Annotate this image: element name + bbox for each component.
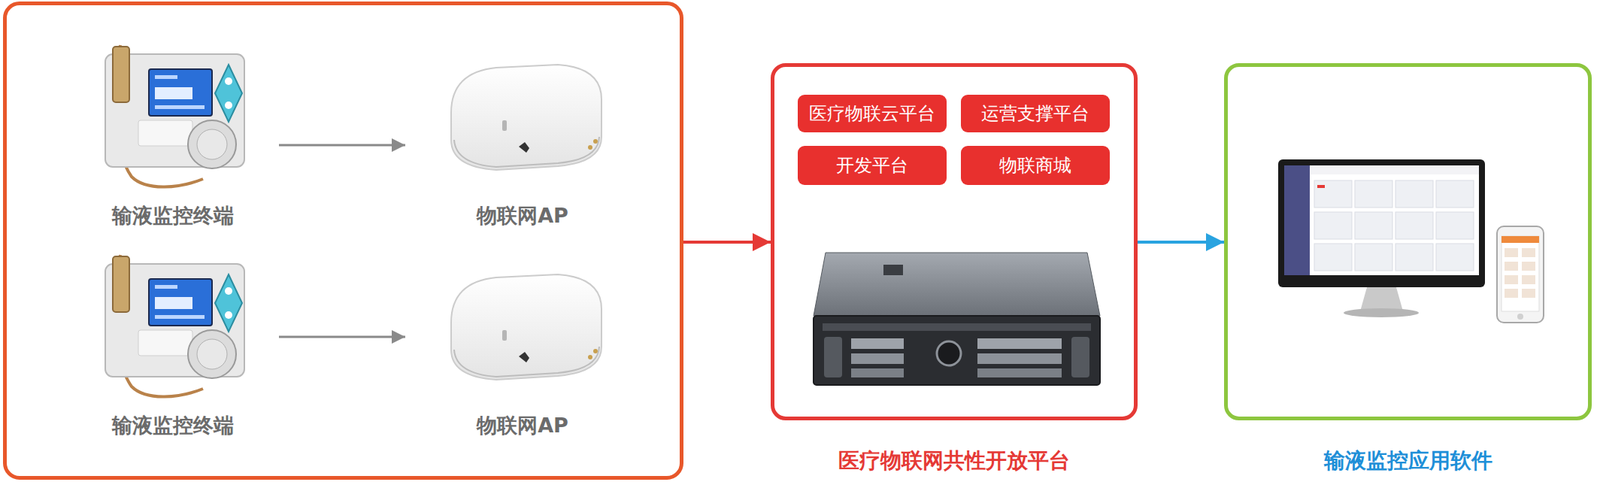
- monitor-picture: [1278, 159, 1485, 318]
- infusion-terminal-picture: [105, 45, 245, 188]
- unit-label: 输液监控终端: [66, 202, 279, 230]
- unit-label: 物联网AP: [405, 412, 640, 440]
- server-handle: [824, 336, 843, 378]
- app-sidebar: [1284, 165, 1310, 276]
- bed-card: [1314, 180, 1352, 208]
- unit-label: 物联网AP: [405, 202, 640, 230]
- terminal-unit: 输液监控终端: [66, 37, 279, 237]
- phone-card: [1521, 261, 1536, 271]
- phone-card: [1504, 275, 1519, 285]
- server-front: [813, 315, 1100, 385]
- server-picture: [813, 252, 1100, 385]
- pill-label: 开发平台: [836, 153, 909, 178]
- access-point-picture: [451, 274, 602, 380]
- flow-arrow: [278, 336, 406, 339]
- phone-card: [1521, 288, 1536, 298]
- phone-screen: [1501, 236, 1540, 312]
- server-top: [813, 252, 1100, 316]
- service-pill: 物联商城: [960, 145, 1110, 185]
- service-pill: 医疗物联云平台: [797, 94, 947, 133]
- access-point-picture: [451, 64, 602, 170]
- device-group: 输液监控终端物联网AP输液监控终端物联网AP: [3, 1, 684, 480]
- phone-card: [1504, 261, 1519, 271]
- bed-card: [1436, 180, 1474, 208]
- bed-card: [1354, 243, 1393, 271]
- terminal-unit: 输液监控终端: [66, 247, 279, 447]
- phone-body: [1496, 226, 1544, 323]
- phone-card: [1504, 248, 1519, 258]
- phone-card: [1521, 248, 1536, 258]
- access-point-unit: 物联网AP: [405, 41, 640, 237]
- monitor-base: [1343, 308, 1419, 318]
- power-button: [936, 341, 961, 366]
- app-header: [1309, 165, 1479, 175]
- infusion-terminal-picture: [105, 254, 245, 397]
- service-pill: 开发平台: [797, 145, 947, 185]
- flow-arrow: [278, 144, 406, 147]
- bed-card: [1436, 243, 1474, 271]
- service-pill: 运营支撑平台: [960, 94, 1110, 133]
- drive-bay: [977, 368, 1062, 378]
- drive-bay: [851, 353, 904, 364]
- alarm-mark: [1317, 184, 1325, 188]
- server-vent: [822, 323, 1091, 331]
- bed-card: [1354, 212, 1393, 240]
- drive-bay: [977, 338, 1062, 349]
- drive-bay: [851, 338, 904, 349]
- phone-card: [1504, 288, 1519, 298]
- monitor-bezel: [1278, 159, 1485, 288]
- drive-bay: [977, 353, 1062, 364]
- phone-card: [1521, 275, 1536, 285]
- flow-arrow: [683, 240, 771, 244]
- bed-card: [1395, 212, 1434, 240]
- home-button: [1517, 313, 1524, 320]
- bed-card: [1354, 180, 1393, 208]
- drive-bay: [851, 368, 904, 378]
- pill-label: 运营支撑平台: [981, 101, 1090, 126]
- box-caption: 输液监控应用软件: [1205, 446, 1600, 476]
- box-caption: 医疗物联网共性开放平台: [751, 446, 1157, 476]
- pill-label: 医疗物联云平台: [809, 101, 936, 126]
- bed-card: [1314, 243, 1352, 271]
- platform-box: 医疗物联网共性开放平台医疗物联云平台运营支撑平台开发平台物联商城: [770, 63, 1138, 421]
- bed-card: [1436, 212, 1474, 240]
- server-tag: [883, 264, 904, 276]
- phone-picture: [1496, 226, 1544, 323]
- application-box: 输液监控应用软件: [1224, 63, 1592, 421]
- monitor-screen: [1284, 165, 1479, 276]
- bed-card: [1395, 180, 1434, 208]
- server-handle: [1071, 336, 1090, 378]
- flow-arrow: [1137, 240, 1225, 244]
- bed-card: [1314, 212, 1352, 240]
- access-point-unit: 物联网AP: [405, 251, 640, 447]
- unit-label: 输液监控终端: [66, 412, 279, 440]
- pill-label: 物联商城: [999, 153, 1072, 178]
- phone-bar: [1501, 236, 1540, 243]
- monitor-stand: [1360, 287, 1404, 312]
- bed-card: [1395, 243, 1434, 271]
